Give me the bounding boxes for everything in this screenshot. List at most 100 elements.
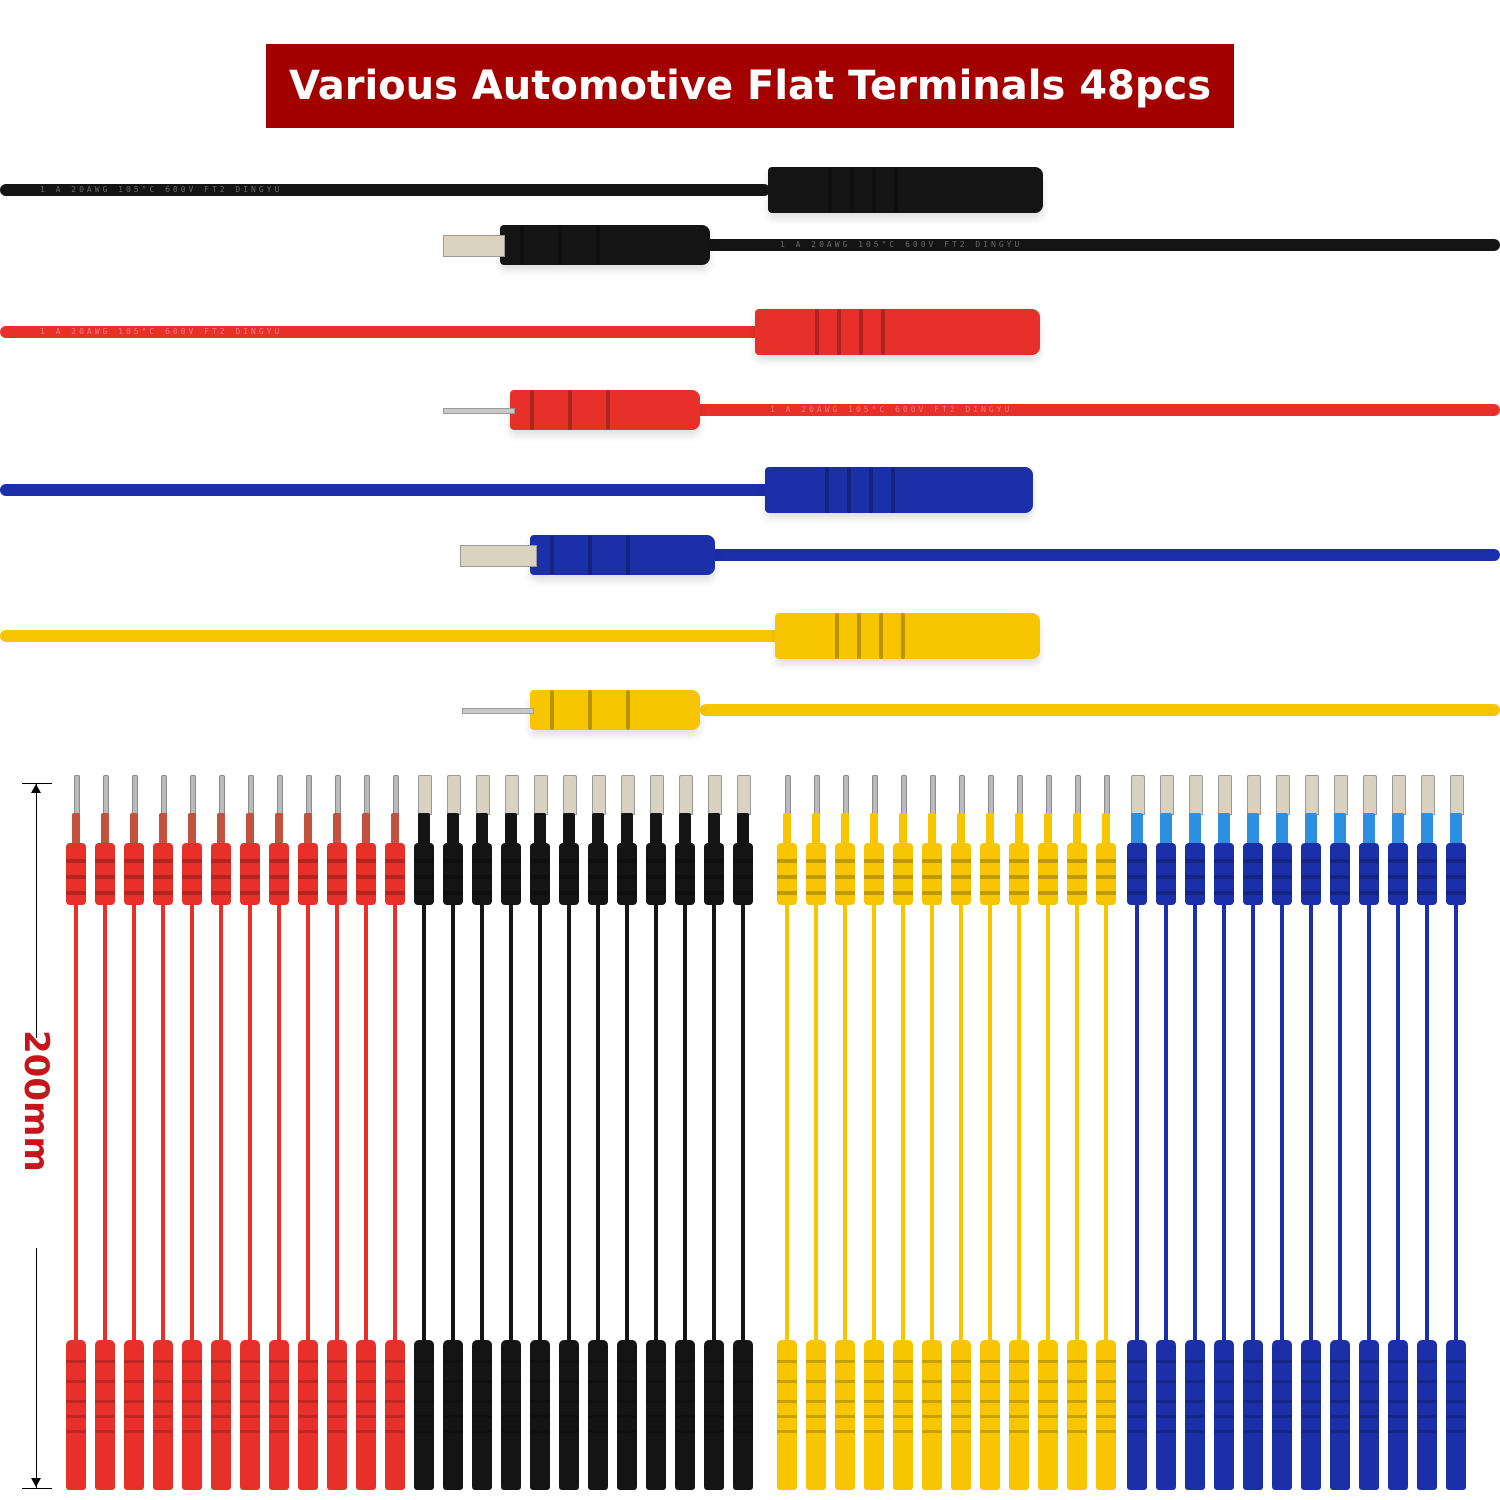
- sleeve-ridge: [806, 1360, 826, 1363]
- female-socket-sleeve: [893, 1340, 913, 1490]
- female-socket-sleeve: [240, 1340, 260, 1490]
- boot-ridge: [675, 875, 695, 879]
- female-socket-sleeve: [588, 1340, 608, 1490]
- sleeve-ridge: [1272, 1380, 1292, 1383]
- sleeve-ridge: [951, 1415, 971, 1418]
- grip-boot: [559, 843, 579, 905]
- lead-wire: [596, 903, 600, 1343]
- lead-wire: [567, 903, 571, 1343]
- sleeve-ridge: [588, 1360, 608, 1363]
- sleeve-ridge: [356, 1360, 376, 1363]
- test-lead-yellow: [804, 775, 828, 1490]
- boot-ridge: [835, 875, 855, 879]
- flat-blade-terminal: [1392, 775, 1406, 815]
- sleeve-ridge: [443, 1430, 463, 1433]
- test-lead-red: [325, 775, 349, 1490]
- sleeve-ridge: [1301, 1430, 1321, 1433]
- sleeve-ridge: [501, 1380, 521, 1383]
- sleeve-ridge: [835, 1380, 855, 1383]
- boot-ridge: [1096, 891, 1116, 895]
- test-lead-red: [93, 775, 117, 1490]
- boot-ridge: [1096, 859, 1116, 863]
- sleeve-ridge: [806, 1400, 826, 1403]
- flat-blade-terminal: [418, 775, 432, 815]
- test-lead-black: [673, 775, 697, 1490]
- sleeve-ridge: [1417, 1360, 1437, 1363]
- test-lead-blue: [1299, 775, 1323, 1490]
- sleeve-ridge: [1214, 1400, 1234, 1403]
- terminal-collar: [621, 813, 633, 845]
- sleeve-ridge: [1446, 1360, 1466, 1363]
- pin-terminal: [74, 775, 80, 817]
- cable-wire: [710, 549, 1500, 561]
- test-lead-yellow: [1094, 775, 1118, 1490]
- dimension-line-top: [36, 783, 37, 1038]
- sleeve-ridge: [414, 1430, 434, 1433]
- female-socket-sleeve: [124, 1340, 144, 1490]
- test-lead-black: [586, 775, 610, 1490]
- boot-ridge: [1038, 891, 1058, 895]
- male-connector-boot: [530, 690, 700, 730]
- boot-ridge: [95, 875, 115, 879]
- sleeve-ridge: [704, 1360, 724, 1363]
- sleeve-ridge: [414, 1360, 434, 1363]
- boot-ridge: [559, 891, 579, 895]
- sleeve-ridge: [1359, 1415, 1379, 1418]
- female-socket-sleeve: [66, 1340, 86, 1490]
- lead-group-blue: [1125, 775, 1466, 1490]
- lead-wire: [683, 903, 687, 1343]
- sleeve-ridge: [1127, 1380, 1147, 1383]
- lead-wire: [480, 903, 484, 1343]
- female-socket-sleeve: [1446, 1340, 1466, 1490]
- boot-ridge: [922, 891, 942, 895]
- pin-terminal: [814, 775, 820, 817]
- sleeve-ridge: [211, 1360, 231, 1363]
- boot-ridge: [1009, 875, 1029, 879]
- boot-ridge: [1127, 859, 1147, 863]
- sleeve-ridge: [443, 1360, 463, 1363]
- pin-terminal: [161, 775, 167, 817]
- sleeve-ridge: [1156, 1360, 1176, 1363]
- sleeve-ridge: [733, 1415, 753, 1418]
- sleeve-ridge: [385, 1360, 405, 1363]
- sleeve-ridge: [443, 1380, 463, 1383]
- boot-ridge: [298, 891, 318, 895]
- boot-ridge: [385, 875, 405, 879]
- sleeve-ridge: [501, 1415, 521, 1418]
- boot-ridge: [1330, 859, 1350, 863]
- sleeve-ridge: [1096, 1430, 1116, 1433]
- terminal-collar: [217, 813, 225, 845]
- sleeve-ridge: [356, 1415, 376, 1418]
- boot-ridge: [1243, 875, 1263, 879]
- flat-blade-terminal: [1421, 775, 1435, 815]
- boot-ridge: [864, 891, 884, 895]
- sleeve-ridge: [1330, 1415, 1350, 1418]
- grip-boot: [864, 843, 884, 905]
- boot-ridge: [864, 875, 884, 879]
- pin-terminal: [393, 775, 399, 817]
- test-lead-yellow: [1065, 775, 1089, 1490]
- sleeve-ridge: [1038, 1430, 1058, 1433]
- sleeve-ridge: [733, 1360, 753, 1363]
- boot-ridge: [1330, 875, 1350, 879]
- boot-ridge: [1156, 891, 1176, 895]
- sleeve-ridge: [530, 1360, 550, 1363]
- boot-ridge: [443, 875, 463, 879]
- boot-ridge: [472, 859, 492, 863]
- sleeve-ridge: [733, 1400, 753, 1403]
- terminal-collar: [783, 813, 791, 845]
- grip-ridge: [626, 690, 630, 730]
- dimension-label: 200mm: [16, 1030, 56, 1172]
- sleeve-ridge: [1038, 1360, 1058, 1363]
- grip-boot: [806, 843, 826, 905]
- sleeve-ridge: [327, 1380, 347, 1383]
- sleeve-ridge: [1417, 1400, 1437, 1403]
- lead-wire: [1135, 903, 1139, 1343]
- sleeve-ridge: [298, 1400, 318, 1403]
- boot-ridge: [1388, 859, 1408, 863]
- boot-ridge: [124, 859, 144, 863]
- flat-blade-terminal: [1247, 775, 1261, 815]
- grip-ridge: [626, 535, 630, 575]
- sleeve-ridge: [1127, 1430, 1147, 1433]
- boot-ridge: [327, 875, 347, 879]
